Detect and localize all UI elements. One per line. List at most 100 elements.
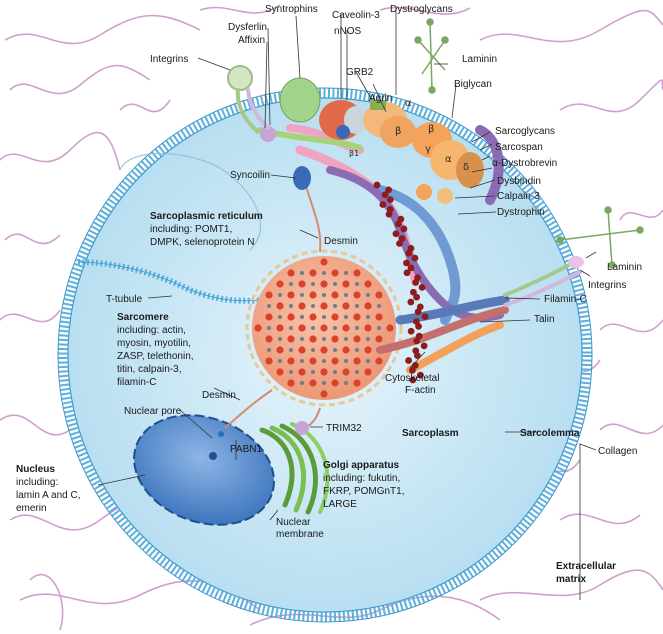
label-extracellular-2: matrix: [556, 574, 586, 585]
sarcomere-dot: [344, 381, 348, 385]
greek-beta-1: β: [395, 126, 401, 137]
sarcomere-dot: [342, 368, 349, 375]
sarcomere-line-4: titin, calpain-3,: [117, 364, 181, 375]
sarcomere-dot: [298, 346, 305, 353]
sarcomere-line-5: filamin-C: [117, 377, 156, 388]
sarcomere-dot: [311, 304, 315, 308]
label-alpha-dystrobrevin: α-Dystrobrevin: [492, 158, 557, 169]
sarcomere-dot: [331, 335, 338, 342]
label-dysferlin: Dysferlin: [228, 22, 267, 33]
sarcomere-dot: [355, 348, 359, 352]
sarcomere-dot: [289, 304, 293, 308]
sarcomere-dot: [355, 326, 359, 330]
sarcomere-dot: [309, 269, 316, 276]
sarcomere-dot: [366, 315, 370, 319]
sarcomere-dot: [300, 359, 304, 363]
sarcomere-dot: [366, 359, 370, 363]
sarcomere-dot: [353, 291, 360, 298]
sarcomere-dot: [364, 302, 371, 309]
golgi-line-2: FKRP, POMGnT1,: [323, 486, 405, 497]
sarcomere-dot: [322, 381, 326, 385]
label-filamin-c: Filamin-C: [544, 294, 587, 305]
sarcomere-dot: [353, 335, 360, 342]
label-t-tubule: T-tubule: [106, 294, 143, 305]
sarcomere-dot: [276, 368, 283, 375]
sarcomere-dot: [300, 381, 304, 385]
sarcomere-dot: [300, 315, 304, 319]
sarcomere-dot: [289, 348, 293, 352]
sarcomere-dot: [265, 291, 272, 298]
f-actin-bead: [419, 284, 426, 291]
f-actin-bead: [387, 196, 394, 203]
sarcomere-dot: [377, 326, 381, 330]
sarcomere-dot: [309, 335, 316, 342]
sarcomere-dot: [353, 313, 360, 320]
sarcomere-dot: [276, 280, 283, 287]
sarcomere-dot: [375, 335, 382, 342]
f-actin-bead: [404, 269, 411, 276]
f-actin-bead: [386, 211, 393, 218]
sarcomere: [247, 251, 401, 405]
sarcomere-dot: [366, 337, 370, 341]
sarcomere-dot: [287, 313, 294, 320]
sarcomere-dot: [322, 315, 326, 319]
sarcomere-dot: [377, 304, 381, 308]
sarcomere-dot: [267, 348, 271, 352]
sarcomere-dot: [300, 293, 304, 297]
sarcomere-dot: [265, 313, 272, 320]
sarcomere-dot: [320, 346, 327, 353]
sarcomere-dot: [276, 324, 283, 331]
label-sarcoglycans: Sarcoglycans: [495, 126, 555, 137]
f-actin-bead: [382, 191, 389, 198]
sarcomere-dot: [322, 293, 326, 297]
sarcomere-dot: [375, 313, 382, 320]
sarcomere-dot: [267, 304, 271, 308]
f-actin-bead: [407, 299, 414, 306]
label-collagen: Collagen: [598, 446, 637, 457]
sarcomere-dot: [342, 324, 349, 331]
sarcomere-dot: [311, 326, 315, 330]
sarcomere-dot: [287, 291, 294, 298]
golgi-line-1: including: fukutin,: [323, 473, 400, 484]
label-trim32: TRIM32: [326, 423, 362, 434]
sarcomere-dot: [320, 258, 327, 265]
f-actin-bead: [421, 342, 428, 349]
sarcomere-dot: [333, 370, 337, 374]
label-grb2: GRB2: [346, 67, 374, 78]
sarcomere-dot: [386, 324, 393, 331]
sarcomere-dot: [289, 326, 293, 330]
sarcomere-line-2: myosin, myotilin,: [117, 338, 191, 349]
label-syntrophins: Syntrophins: [265, 4, 318, 15]
sarcomere-dot: [311, 348, 315, 352]
label-extracellular-1: Extracellular: [556, 561, 616, 572]
label-affixin: Affixin: [238, 35, 265, 46]
sarcomere-dot: [375, 357, 382, 364]
sarcomere-dot: [278, 359, 282, 363]
sarcomere-dot: [300, 271, 304, 275]
label-cytoskeletal: Cytoskeletal: [385, 373, 439, 384]
sarcomere-dot: [309, 379, 316, 386]
label-caveolin-3: Caveolin-3: [332, 10, 380, 21]
sarcomere-dot: [353, 269, 360, 276]
label-dystrophin: Dystrophin: [497, 207, 545, 218]
sarcomere-dot: [300, 337, 304, 341]
golgi-line-3: LARGE: [323, 499, 357, 510]
laminin-top: [415, 19, 448, 93]
sarcomere-dot: [320, 368, 327, 375]
sarcomere-dot: [322, 271, 326, 275]
nucleus-line-1: including:: [16, 477, 58, 488]
sarcomere-dot: [364, 324, 371, 331]
sarcomere-dot: [276, 302, 283, 309]
sarcomere-dot: [320, 324, 327, 331]
sarcomere-dot: [333, 304, 337, 308]
sarcomere-dot: [375, 291, 382, 298]
sarcomere-dot: [344, 271, 348, 275]
sr-title: Sarcoplasmic reticulum: [150, 211, 263, 222]
label-biglycan: Biglycan: [454, 79, 492, 90]
greek-alpha-2: α: [445, 154, 452, 165]
f-actin-bead: [412, 279, 419, 286]
sarcomere-dot: [331, 269, 338, 276]
sarcomere-dot: [311, 370, 315, 374]
f-actin-bead: [395, 221, 402, 228]
